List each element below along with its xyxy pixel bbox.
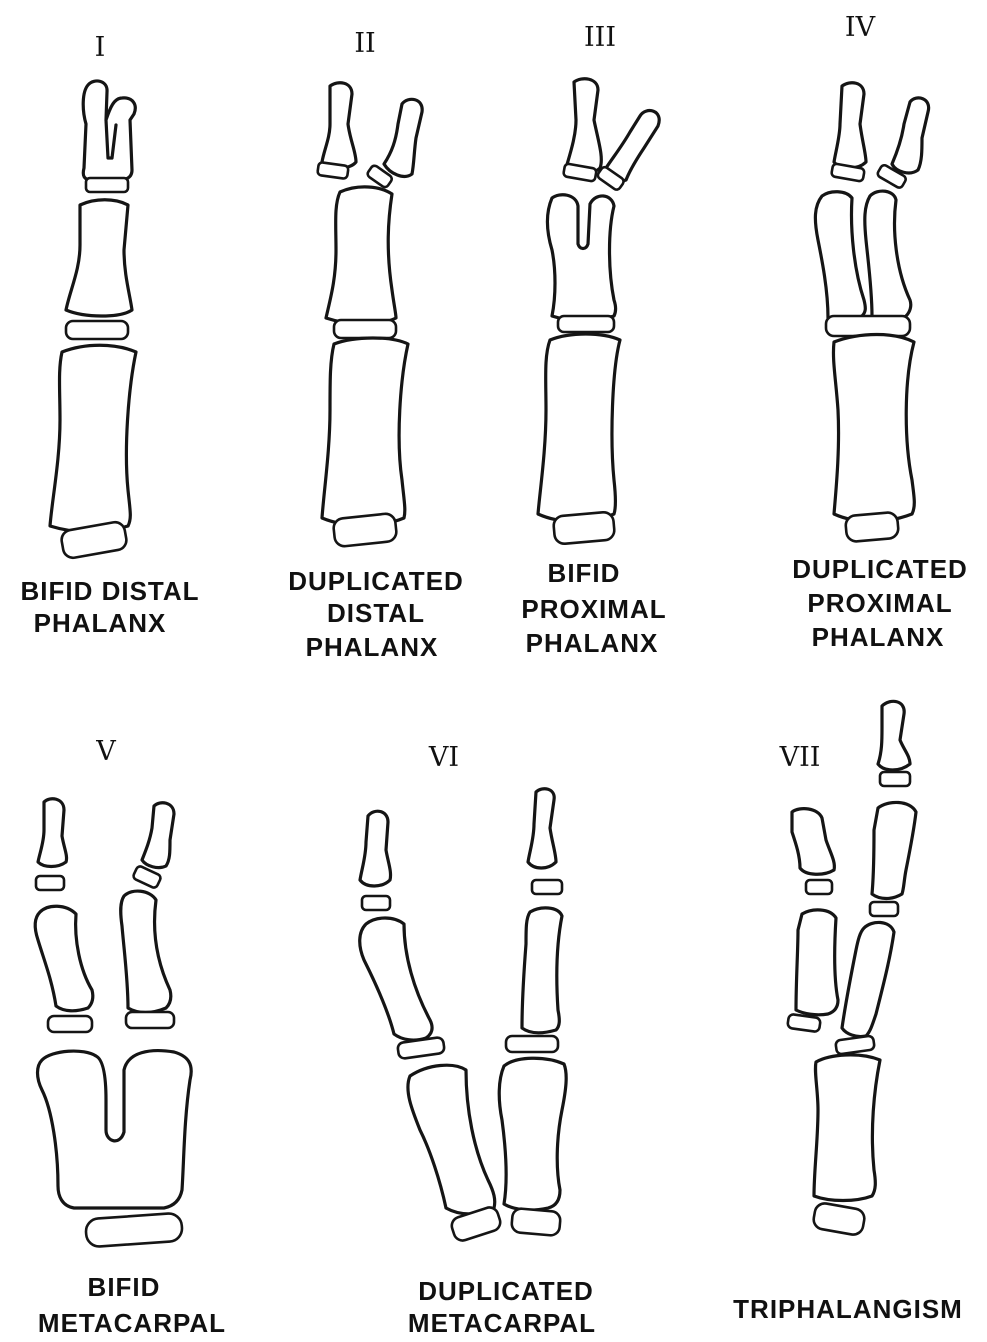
distal-phalanx-left — [38, 799, 67, 867]
joint-cap — [845, 512, 899, 542]
distal-phalanx-right — [142, 803, 174, 868]
distal-phalanx-right — [606, 111, 659, 182]
metacarpal — [833, 335, 914, 522]
joint-cap — [787, 1014, 821, 1032]
distal-phalanx-left — [834, 83, 866, 168]
middle-phalanx-right — [121, 891, 171, 1012]
metacarpal — [538, 334, 620, 522]
distal-phalanx-right — [878, 701, 910, 770]
joint-cap — [85, 1213, 183, 1248]
joint-cap — [333, 513, 398, 547]
panel-1-label-line-1: BIFID DISTAL — [20, 576, 199, 606]
panel-1-label-line-2: PHALANX — [34, 608, 167, 638]
distal-phalanx-left — [792, 809, 834, 875]
panel-2: II DUPLICATED DISTAL PHALANX — [288, 28, 464, 662]
panel-6-label-line-2: METACARPAL — [408, 1308, 596, 1338]
panel-2-numeral: II — [354, 28, 375, 59]
joint-cap — [511, 1208, 561, 1236]
panel-7: VII TRIPHALANGISM — [733, 701, 963, 1324]
panel-1-numeral: I — [95, 32, 106, 63]
panel-4-numeral: IV — [845, 12, 876, 43]
panel-2-label-line-1: DUPLICATED — [288, 566, 464, 596]
proximal-phalanx — [50, 345, 136, 532]
distal-phalanx-left — [360, 811, 391, 886]
proximal-phalanx-left — [796, 910, 838, 1015]
panel-3-label-line-2: PROXIMAL — [521, 594, 666, 624]
proximal-phalanx-right — [522, 908, 562, 1033]
proximal-phalanx-left — [815, 192, 865, 321]
joint-cap — [317, 162, 349, 179]
panel-4: IV DUPLICATED PROXIMAL PHALANX — [792, 12, 968, 652]
panel-6-numeral: VI — [428, 742, 459, 773]
panel-6: VI DUPLICATED METACARPAL — [360, 742, 596, 1338]
panel-5-label-line-1: BIFID — [88, 1272, 161, 1302]
metacarpal-right — [499, 1058, 566, 1210]
distal-phalanx-right — [384, 99, 422, 176]
panel-2-label-line-2: DISTAL — [327, 598, 425, 628]
joint-cap — [806, 880, 832, 894]
panel-4-label-line-2: PROXIMAL — [807, 588, 952, 618]
bifid-metacarpal — [38, 1051, 192, 1208]
middle-phalanx — [66, 200, 132, 316]
panel-3-label-line-3: PHALANX — [526, 628, 659, 658]
middle-phalanx — [326, 187, 396, 324]
joint-cap — [558, 316, 614, 332]
panel-4-label-line-1: DUPLICATED — [792, 554, 968, 584]
joint-cap — [826, 316, 910, 336]
metacarpal-left — [408, 1065, 495, 1214]
joint-cap — [532, 880, 562, 894]
bifid-distal-phalanx — [83, 81, 135, 180]
panel-6-label-line-1: DUPLICATED — [418, 1276, 594, 1306]
bifid-proximal-phalanx — [548, 195, 616, 321]
joint-cap — [880, 772, 910, 786]
metacarpal — [814, 1055, 880, 1201]
distal-phalanx-right — [528, 789, 556, 868]
proximal-phalanx — [322, 338, 408, 526]
joint-cap — [334, 320, 396, 338]
panel-3: III BIFID PROXIMAL PHALANX — [521, 22, 666, 658]
distal-phalanx-left — [566, 79, 601, 174]
proximal-phalanx-right — [842, 922, 894, 1036]
panel-7-numeral: VII — [779, 742, 821, 773]
panel-3-numeral: III — [584, 22, 616, 53]
joint-cap — [86, 178, 128, 192]
panel-3-label-line-1: BIFID — [548, 558, 621, 588]
panel-4-label-line-3: PHALANX — [812, 622, 945, 652]
panel-5: V BIFID METACARPAL — [35, 736, 226, 1338]
proximal-phalanx-right — [865, 191, 911, 320]
middle-phalanx-right — [872, 802, 916, 898]
joint-cap — [870, 902, 898, 916]
distal-phalanx-right — [892, 98, 929, 173]
panel-1: I BIFID DISTAL PHALANX — [20, 32, 199, 638]
panel-7-label-line-1: TRIPHALANGISM — [733, 1294, 963, 1324]
proximal-phalanx-left — [360, 918, 432, 1040]
panel-5-numeral: V — [95, 736, 116, 767]
panel-5-label-line-2: METACARPAL — [38, 1308, 226, 1338]
joint-cap — [36, 876, 64, 890]
joint-cap — [362, 896, 390, 910]
middle-phalanx-left — [35, 906, 93, 1011]
joint-cap — [553, 511, 615, 544]
joint-cap — [506, 1036, 558, 1052]
joint-cap — [835, 1035, 875, 1054]
distal-phalanx-left — [322, 83, 356, 168]
joint-cap — [126, 1012, 174, 1028]
joint-cap — [48, 1016, 92, 1032]
panel-2-label-line-3: PHALANX — [306, 632, 439, 662]
joint-cap — [66, 321, 128, 339]
joint-cap — [812, 1202, 866, 1236]
